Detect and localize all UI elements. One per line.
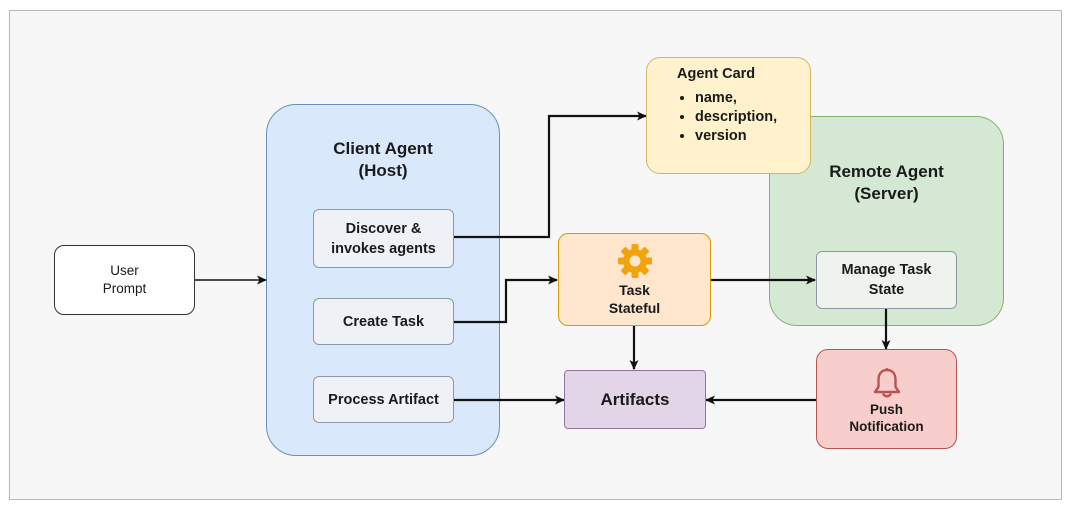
process-artifact-label: Process Artifact bbox=[328, 391, 439, 408]
discover-label: Discover & invokes agents bbox=[331, 220, 436, 257]
agent-card-item: description, bbox=[695, 108, 777, 127]
artifacts-label: Artifacts bbox=[600, 389, 670, 409]
user-prompt-node: User Prompt bbox=[54, 245, 195, 315]
manage-task-state-label: Manage Task State bbox=[841, 262, 932, 298]
client-agent-title: Client Agent (Host) bbox=[333, 139, 433, 180]
process-artifact-node: Process Artifact bbox=[313, 376, 454, 423]
agent-card-item: version bbox=[695, 127, 777, 146]
artifacts-node: Artifacts bbox=[564, 370, 706, 429]
agent-card-item: name, bbox=[695, 89, 777, 108]
remote-agent-title: Remote Agent (Server) bbox=[829, 162, 944, 203]
discover-node: Discover & invokes agents bbox=[313, 209, 454, 268]
push-notification-label: Push Notification bbox=[849, 402, 924, 434]
bell-icon bbox=[873, 368, 900, 398]
user-prompt-label: User Prompt bbox=[102, 263, 147, 296]
task-stateful-node: Task Stateful bbox=[558, 233, 711, 326]
task-stateful-label: Task Stateful bbox=[608, 282, 661, 316]
agent-card-node: Agent Card name, description, version bbox=[646, 57, 811, 174]
gear-icon bbox=[617, 244, 652, 278]
manage-task-state-node: Manage Task State bbox=[816, 251, 957, 309]
push-notification-node: Push Notification bbox=[816, 349, 957, 449]
agent-card-list: name, description, version bbox=[677, 89, 777, 146]
create-task-label: Create Task bbox=[342, 313, 425, 330]
create-task-node: Create Task bbox=[313, 298, 454, 345]
agent-card-title: Agent Card bbox=[677, 66, 756, 82]
